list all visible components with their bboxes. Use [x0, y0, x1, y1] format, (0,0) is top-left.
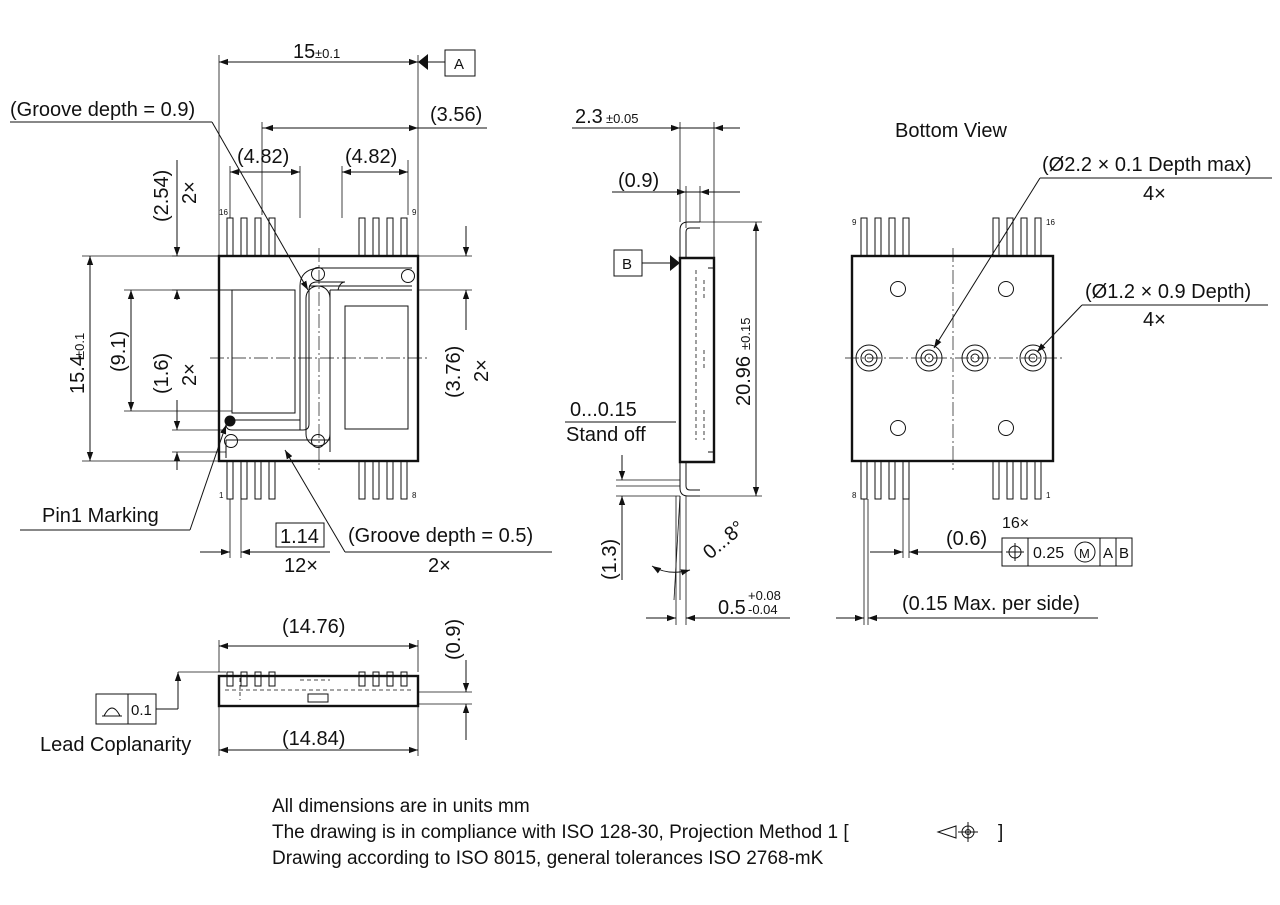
dim-0-9-front: (0.9) [443, 619, 465, 660]
pin-1-label: 1 [219, 491, 224, 500]
max-per-side: (0.15 Max. per side) [902, 593, 1080, 615]
dim-9-1: (9.1) [108, 331, 130, 372]
package-body [217, 254, 420, 463]
coplanarity-label: Lead Coplanarity [40, 734, 191, 756]
top-view: 16 9 1 8 15 ±0.1 A (Groove depth = 0.9) … [10, 41, 552, 577]
datum-b: B [622, 256, 632, 273]
mmc-icon [1074, 541, 1096, 563]
profile-icon [102, 707, 122, 717]
dim-3-56: (3.56) [430, 104, 482, 126]
notes: All dimensions are in units mm The drawi… [272, 796, 1003, 869]
standoff-label: Stand off [566, 424, 646, 446]
note-units: All dimensions are in units mm [272, 796, 530, 817]
count-12x: 12× [284, 555, 318, 577]
thickness-tolerance: ±0.05 [606, 111, 638, 126]
top-pins [226, 217, 408, 257]
bottom-pins [226, 460, 408, 500]
datum-a: A [454, 56, 464, 73]
hole-large-label: (Ø2.2 × 0.1 Depth max) [1042, 154, 1252, 176]
dim-0-9-side: (0.9) [618, 170, 659, 192]
lead-tol-plus: +0.08 [748, 588, 781, 603]
fcf-datum-a: A [1103, 545, 1113, 562]
dim-0-6: (0.6) [946, 528, 987, 550]
count-16x: 16× [1002, 515, 1029, 532]
bottom-view-title: Bottom View [895, 120, 1007, 142]
height-dimension: 15.4 [67, 355, 89, 394]
coplanarity-frame: 0.1 [95, 693, 157, 725]
note-projection: The drawing is in compliance with ISO 12… [272, 822, 849, 843]
projection-method-icon [936, 822, 978, 842]
pin-9-label: 9 [412, 208, 417, 217]
pitch-value: 1.14 [280, 526, 319, 548]
bottom-pin-16: 16 [1046, 218, 1055, 227]
bottom-pin-9: 9 [852, 218, 857, 227]
position-tolerance: 0.25 [1033, 545, 1064, 562]
width-dimension: 15 [293, 41, 315, 63]
coplanarity-value: 0.1 [131, 702, 152, 719]
front-body [217, 674, 420, 708]
count-2x-a: 2× [179, 181, 201, 204]
note-projection-close: ] [998, 822, 1003, 843]
dim-2-54: (2.54) [151, 170, 173, 222]
dim-4-82-left: (4.82) [237, 146, 289, 168]
length-tolerance: ±0.15 [738, 318, 753, 350]
standoff-value: 0...0.15 [570, 399, 637, 421]
height-tolerance: ±0.1 [72, 333, 87, 358]
pin1-marker [224, 415, 236, 427]
length-dimension: 20.96 [733, 356, 755, 406]
lead-tol-minus: -0.04 [748, 602, 778, 617]
angle-label: 0...8° [699, 517, 749, 564]
dim-14-76: (14.76) [282, 616, 345, 638]
pin1-marking-label: Pin1 Marking [42, 505, 159, 527]
pin-16-label: 16 [219, 208, 228, 217]
hole-small-label: (Ø1.2 × 0.9 Depth) [1085, 281, 1251, 303]
dim-3-76: (3.76) [443, 346, 465, 398]
thickness-dimension: 2.3 [575, 106, 603, 128]
note-tolerances: Drawing according to ISO 8015, general t… [272, 848, 824, 869]
dim-4-82-right: (4.82) [345, 146, 397, 168]
side-view: 2.3 ±0.05 (0.9) B 20.96 ±0.15 0...0.15 S… [565, 106, 790, 625]
width-tolerance: ±0.1 [315, 46, 340, 61]
mounting-holes [855, 344, 1047, 372]
count-4x-a: 4× [1143, 183, 1166, 205]
lead-dimension: 0.5 [718, 597, 746, 619]
count-2x-d: 2× [428, 555, 451, 577]
fcf-datum-b: B [1119, 545, 1129, 562]
bottom-pin-1: 1 [1046, 491, 1051, 500]
dim-14-84: (14.84) [282, 728, 345, 750]
dim-1-6: (1.6) [151, 353, 173, 394]
groove-depth-top: (Groove depth = 0.9) [10, 99, 195, 121]
groove-depth-bottom: (Groove depth = 0.5) [348, 525, 533, 547]
left-window [231, 289, 296, 414]
count-2x-b: 2× [179, 363, 201, 386]
pin-8-label: 8 [412, 491, 417, 500]
count-2x-c: 2× [471, 359, 493, 382]
mmc-modifier: M [1079, 546, 1090, 561]
feature-control-frame: 0.25 M A B [1001, 537, 1133, 567]
bottom-pin-8: 8 [852, 491, 857, 500]
count-4x-b: 4× [1143, 309, 1166, 331]
front-view: (14.76) (14.84) (0.9) 0.1 Lead Coplanari… [40, 616, 472, 756]
dim-1-3: (1.3) [599, 539, 621, 580]
bottom-view: Bottom View 9 16 8 1 (Ø2.2 × 0.1 Depth m… [836, 120, 1272, 625]
side-body [678, 256, 716, 464]
bottom-body [850, 254, 1055, 463]
groove-outline [225, 281, 346, 431]
